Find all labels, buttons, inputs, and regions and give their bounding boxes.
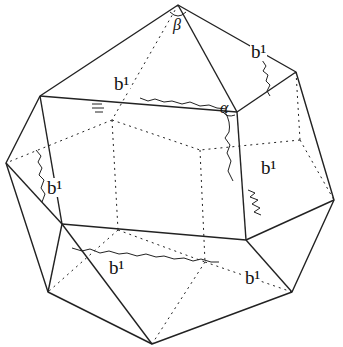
fracture-lines [36, 12, 270, 262]
angle-label: α [219, 100, 229, 116]
face-label: b¹ [46, 178, 63, 197]
crystal-outline [6, 5, 334, 344]
face-label: b¹ [244, 268, 261, 287]
angle-label: β [172, 17, 182, 33]
front-edges [6, 5, 334, 344]
face-label: b¹ [260, 158, 277, 177]
face-label: b¹ [108, 258, 125, 277]
hidden-edges [6, 5, 334, 344]
face-label: b¹ [113, 74, 130, 93]
face-label: b¹ [250, 42, 267, 61]
